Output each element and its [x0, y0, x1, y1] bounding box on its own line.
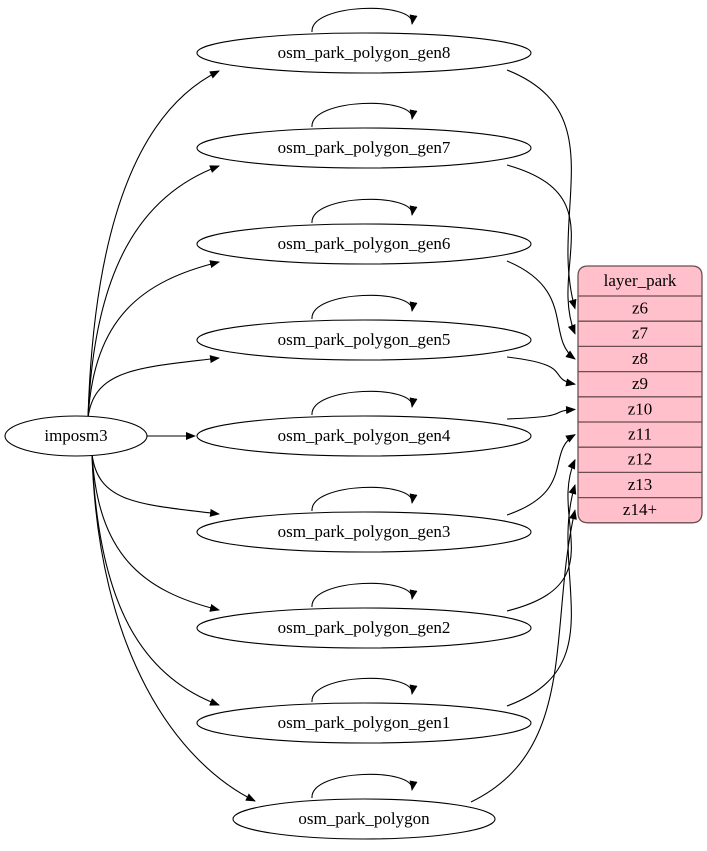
node-label-gen2: osm_park_polygon_gen2: [278, 618, 451, 637]
edge-gen8-to-z6: [506, 69, 577, 310]
table-row-z9[interactable]: z9: [632, 374, 648, 393]
self-loop-edge-gen2: [311, 582, 418, 608]
edge-imposm3-to-gen7: [87, 165, 220, 419]
node-label-gen6: osm_park_polygon_gen6: [278, 234, 451, 253]
table-row-z10[interactable]: z10: [628, 399, 653, 418]
table-row-z8[interactable]: z8: [632, 349, 648, 368]
node-ellipse-gen3: [196, 511, 532, 553]
self-loop-edge-base: [311, 773, 418, 799]
node-ellipse-imposm3: [4, 415, 148, 457]
self-loop-edge-gen3: [311, 486, 418, 512]
self-loop-edge-gen1: [311, 677, 418, 703]
edge-imposm3-to-gen6: [87, 260, 220, 419]
node-ellipse-base: [232, 798, 496, 840]
node-base[interactable]: osm_park_polygon: [232, 798, 496, 840]
node-gen1[interactable]: osm_park_polygon_gen1: [196, 702, 532, 744]
edge-gen3-to-z11: [506, 434, 576, 516]
table-row-z12[interactable]: z12: [628, 450, 653, 469]
node-ellipse-gen5: [196, 319, 532, 361]
self-loop-edge-gen5: [311, 294, 418, 320]
table-row-z6[interactable]: z6: [632, 299, 648, 318]
node-label-gen4: osm_park_polygon_gen4: [278, 426, 451, 445]
node-gen6[interactable]: osm_park_polygon_gen6: [196, 223, 532, 265]
self-loop-edge-gen4: [311, 390, 418, 416]
node-label-imposm3: imposm3: [44, 426, 107, 445]
edge-base-to-z14plus: [470, 509, 577, 803]
node-label-gen5: osm_park_polygon_gen5: [278, 330, 451, 349]
edge-imposm3-to-gen3: [91, 453, 220, 517]
node-gen7[interactable]: osm_park_polygon_gen7: [196, 127, 532, 169]
node-label-gen8: osm_park_polygon_gen8: [278, 43, 451, 62]
node-gen3[interactable]: osm_park_polygon_gen3: [196, 511, 532, 553]
table-row-z14plus[interactable]: z14+: [623, 500, 657, 519]
table-row-z7[interactable]: z7: [632, 324, 649, 343]
self-loop-edge-gen7: [311, 102, 418, 128]
node-ellipse-gen2: [196, 607, 532, 649]
table-row-z11[interactable]: z11: [628, 425, 652, 444]
edge-imposm3-to-gen5: [87, 355, 220, 419]
node-ellipse-gen7: [196, 127, 532, 169]
edge-gen7-to-z7: [506, 164, 576, 335]
edge-imposm3-to-gen2: [91, 453, 220, 612]
node-ellipse-gen8: [196, 32, 532, 74]
edge-gen6-to-z8: [506, 260, 576, 360]
source-edges-group: [87, 70, 256, 802]
edge-gen2-to-z12: [506, 458, 576, 612]
node-label-base: osm_park_polygon: [298, 809, 430, 828]
layer-table-group: layer_park z6 z7 z8 z9 z10 z11 z12 z13 z14+: [577, 265, 703, 524]
nodes-group: imposm3 osm_park_polygon_gen8 osm_park_pol…: [4, 32, 532, 840]
node-label-gen3: osm_park_polygon_gen3: [278, 522, 451, 541]
self-loop-edge-gen6: [311, 198, 418, 224]
node-label-gen1: osm_park_polygon_gen1: [278, 713, 451, 732]
node-gen8[interactable]: osm_park_polygon_gen8: [196, 32, 532, 74]
node-ellipse-gen4: [196, 415, 532, 457]
edge-imposm3-to-gen8: [87, 70, 220, 419]
layer-table-header: layer_park: [604, 271, 677, 290]
table-row-z13[interactable]: z13: [628, 475, 653, 494]
edge-imposm3-to-gen1: [91, 453, 220, 706]
self-loop-edges-group: [311, 7, 418, 799]
table-edges-group: [470, 69, 577, 803]
node-ellipse-gen6: [196, 223, 532, 265]
edge-gen5-to-z9: [506, 356, 576, 387]
node-gen4[interactable]: osm_park_polygon_gen4: [196, 415, 532, 457]
node-gen5[interactable]: osm_park_polygon_gen5: [196, 319, 532, 361]
node-label-gen7: osm_park_polygon_gen7: [278, 138, 451, 157]
layer-table-shell: [577, 265, 703, 524]
edge-imposm3-to-base: [91, 453, 256, 802]
node-imposm3[interactable]: imposm3: [4, 415, 148, 457]
self-loop-edge-gen8: [311, 7, 418, 33]
node-ellipse-gen1: [196, 702, 532, 744]
edge-gen4-to-z10: [506, 406, 576, 420]
node-gen2[interactable]: osm_park_polygon_gen2: [196, 607, 532, 649]
edge-gen1-to-z13: [506, 484, 577, 707]
